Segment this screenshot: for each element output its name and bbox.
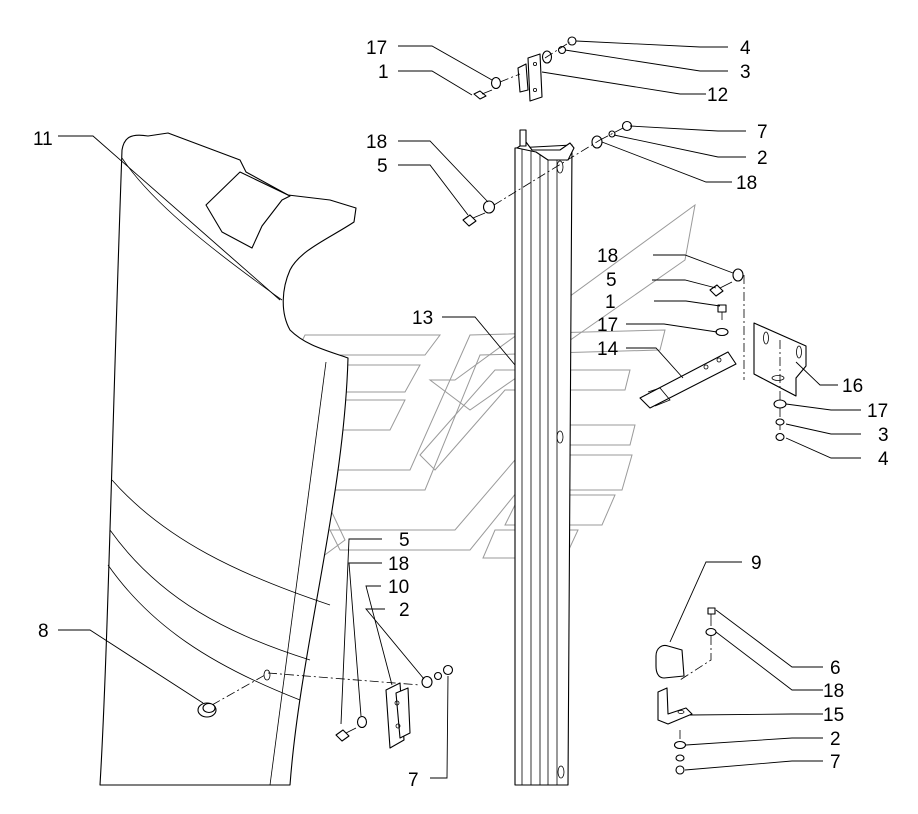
callout-12: 12 [707,85,728,106]
callout-11: 11 [33,129,53,150]
callout-17-mid: 17 [597,315,618,336]
callout-7-top: 7 [757,122,768,143]
callout-8: 8 [38,621,49,642]
callout-5-lower: 5 [399,530,410,551]
callout-7-bottom: 7 [408,770,419,791]
bracket-part-15 [657,607,717,775]
callout-18-bottom-right: 18 [823,681,844,702]
callout-2-top: 2 [757,148,768,169]
callout-17-right: 17 [867,401,888,422]
callout-18-lower: 18 [388,554,409,575]
callout-3-right: 3 [878,425,889,446]
callout-17-top: 17 [366,38,387,59]
callout-6: 6 [830,658,841,679]
callout-7-bottom-right: 7 [830,752,841,773]
callout-5-upper-left: 5 [377,156,388,177]
panel-part-11 [99,132,357,786]
callout-5-mid: 5 [606,270,617,291]
callout-labels: 17 1 4 3 12 11 7 18 5 2 18 18 5 1 13 17 … [33,38,889,791]
callout-4-right: 4 [878,449,889,470]
callout-4-top: 4 [740,38,751,59]
callout-3-top: 3 [740,62,751,83]
callout-10: 10 [388,577,409,598]
callout-15: 15 [823,705,844,726]
callout-14: 14 [597,339,619,360]
bracket-part-16 [743,275,807,430]
callout-13: 13 [412,308,433,329]
leader-lines [58,40,861,779]
callout-1-mid: 1 [605,292,616,313]
callout-18-upper-left: 18 [366,132,387,153]
channel-part-13 [514,129,575,786]
callout-2-bottom-right: 2 [830,729,841,750]
bracket-part-10 [211,664,454,749]
cap-part-9 [655,644,685,679]
callout-2-lower: 2 [399,600,410,621]
callout-1-top: 1 [378,62,389,83]
callout-9: 9 [751,553,762,574]
right-fasteners [709,268,787,442]
top-fasteners [462,36,633,227]
callout-16: 16 [842,376,863,397]
callout-18-top-right: 18 [736,173,757,194]
callout-18-mid: 18 [597,246,618,267]
plug-part-8 [197,702,217,718]
hinge-part-12 [517,53,543,102]
bracket-part-14 [639,351,737,409]
